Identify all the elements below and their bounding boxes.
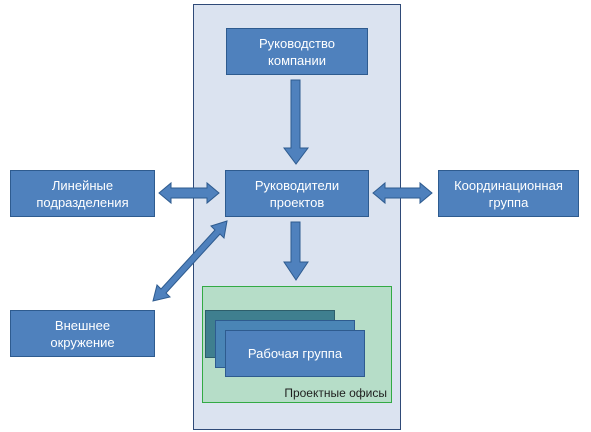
coordination-group-box: Координационная группа: [438, 170, 579, 217]
arrow-external-environment-bidirectional: [152, 220, 228, 302]
company-management-box: Руководство компании: [226, 28, 368, 75]
external-environment-box: Внешнее окружение: [10, 310, 155, 357]
arrow-coordination-group-bidirectional: [372, 181, 433, 205]
project-managers-box: Руководители проектов: [225, 170, 369, 217]
project-offices-label: Проектные офисы: [284, 386, 387, 400]
arrow-managers-to-offices: [283, 221, 309, 281]
line-departments-box: Линейные подразделения: [10, 170, 155, 217]
arrow-line-departments-bidirectional: [158, 181, 220, 205]
arrow-management-to-managers: [283, 79, 309, 165]
working-group-box: Рабочая группа: [225, 330, 365, 377]
